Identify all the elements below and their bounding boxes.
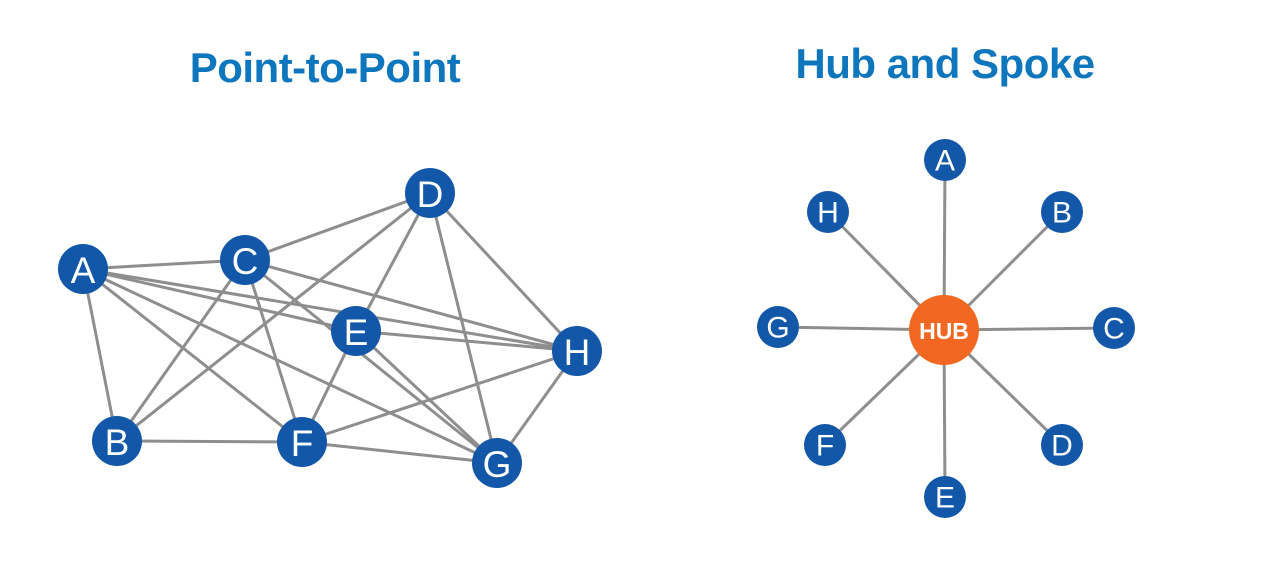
edge-C-G <box>244 258 498 465</box>
edge-D-H <box>428 191 579 353</box>
node-hub-and-spoke-E <box>924 476 966 518</box>
node-label-hub-and-spoke-F: F <box>816 430 834 463</box>
edge-B-D <box>116 191 431 443</box>
node-point-to-point-C <box>220 235 270 285</box>
edge-B-F <box>116 439 303 444</box>
node-point-to-point-H <box>552 326 602 376</box>
diagram-title-hub-and-spoke: Hub and Spoke <box>795 40 1095 87</box>
node-hub-and-spoke-G <box>757 306 799 348</box>
node-label-hub-and-spoke-A: A <box>935 145 955 178</box>
edge-A-F <box>82 267 303 444</box>
node-label-point-to-point-A: A <box>71 250 96 291</box>
edge-C-D <box>244 191 431 262</box>
node-label-hub-and-spoke-HUB: HUB <box>919 318 969 344</box>
node-point-to-point-G <box>472 438 522 488</box>
node-label-point-to-point-F: F <box>291 423 314 464</box>
edge-A-G <box>82 267 498 465</box>
node-label-point-to-point-G: G <box>483 444 512 485</box>
diagram-hub-and-spoke: HUB A B C D E F G H <box>757 139 1135 518</box>
node-hub-and-spoke-B <box>1041 191 1083 233</box>
node-point-to-point-A <box>58 244 108 294</box>
diagram-title-point-to-point: Point-to-Point <box>189 44 461 91</box>
edge-A-C <box>82 258 246 271</box>
edge-A-B <box>81 268 119 442</box>
edge-C-H <box>244 258 578 353</box>
edge-A-H <box>82 267 578 353</box>
node-point-to-point-D <box>405 168 455 218</box>
node-label-point-to-point-B: B <box>105 422 130 463</box>
node-point-to-point-E <box>331 306 381 356</box>
diagram-point-to-point: A B C D E F G H <box>58 168 602 488</box>
node-label-point-to-point-D: D <box>417 174 444 215</box>
node-label-hub-and-spoke-E: E <box>935 482 955 515</box>
edge-E-H <box>355 329 578 353</box>
node-label-hub-and-spoke-H: H <box>817 197 839 230</box>
node-hub-and-spoke-C <box>1093 307 1135 349</box>
edge-F-G <box>301 440 498 465</box>
node-hub-and-spoke-HUB <box>909 295 979 365</box>
edge-C-F <box>243 259 304 443</box>
edge-D-E <box>354 192 432 332</box>
node-hub-and-spoke-H <box>807 191 849 233</box>
edge-A-E <box>82 267 357 333</box>
edge-E-G <box>354 329 499 465</box>
node-label-point-to-point-C: C <box>232 241 259 282</box>
node-point-to-point-F <box>277 417 327 467</box>
edge-B-C <box>115 259 247 442</box>
edge-D-G <box>428 192 499 464</box>
node-hub-and-spoke-D <box>1041 424 1083 466</box>
node-label-point-to-point-E: E <box>344 312 369 353</box>
node-hub-and-spoke-A <box>924 139 966 181</box>
node-label-hub-and-spoke-B: B <box>1052 197 1072 230</box>
node-label-hub-and-spoke-G: G <box>766 312 789 345</box>
node-label-hub-and-spoke-C: C <box>1103 313 1125 346</box>
node-label-hub-and-spoke-D: D <box>1051 430 1073 463</box>
edge-F-H <box>301 349 578 444</box>
node-point-to-point-B <box>92 416 142 466</box>
node-hub-and-spoke-F <box>804 424 846 466</box>
node-label-point-to-point-H: H <box>564 332 591 373</box>
